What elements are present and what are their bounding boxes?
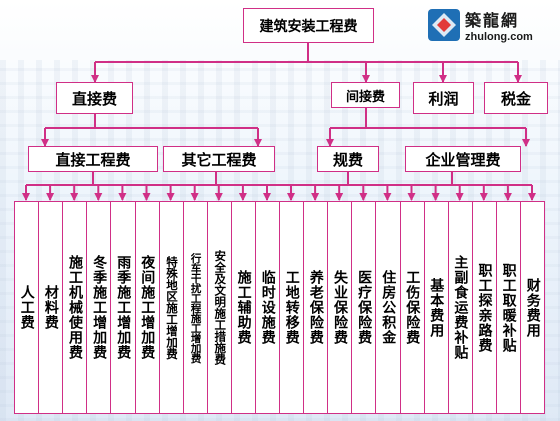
logo-url: zhulong.com (465, 31, 533, 43)
logo-name: 築龍網 (465, 11, 520, 30)
logo-mark-icon (428, 9, 460, 41)
leaf-label: 住房公积金 (380, 270, 397, 345)
node-profit: 利润 (413, 82, 474, 114)
leaf-node: 施工辅助费 (230, 201, 257, 414)
leaf-node: 主副食运费补贴 (447, 201, 474, 414)
leaf-label: 工地转移费 (283, 270, 300, 345)
leaf-node: 施工机械使用费 (62, 201, 88, 414)
leaf-node: 安全及文明施工措施费 (206, 201, 233, 414)
leaf-label: 主副食运费补贴 (452, 255, 469, 360)
node-direct-cost: 直接费 (56, 82, 133, 114)
leaf-node: 工地转移费 (279, 201, 305, 414)
leaf-label: 施工辅助费 (235, 270, 252, 345)
leaf-label: 工伤保险费 (404, 270, 421, 345)
leaf-label: 行车干扰工程施工增加费 (189, 252, 202, 363)
leaf-node: 财务费用 (519, 201, 546, 414)
leaf-label: 特殊地区施工增加费 (165, 255, 180, 360)
leaf-node: 医疗保险费 (351, 201, 377, 414)
leaf-label: 养老保险费 (307, 270, 324, 345)
leaf-label: 施工机械使用费 (66, 255, 83, 360)
node-enterprise-management-fee: 企业管理费 (405, 146, 521, 172)
leaf-node: 住房公积金 (375, 201, 401, 414)
leaf-label: 职工探亲路费 (476, 262, 493, 353)
leaf-label: 医疗保险费 (356, 270, 373, 345)
node-regulatory-fees: 规费 (317, 146, 379, 172)
node-indirect-cost: 间接费 (331, 82, 400, 108)
leaf-label: 失业保险费 (331, 270, 348, 345)
leaf-node: 职工探亲路费 (471, 201, 498, 414)
leaf-label: 雨季施工增加费 (115, 255, 132, 360)
leaf-node: 夜间施工增加费 (134, 201, 161, 414)
node-other-engineering-cost: 其它工程费 (163, 146, 275, 172)
leaf-node: 临时设施费 (254, 201, 281, 414)
leaf-label: 安全及文明施工措施费 (213, 250, 228, 365)
leaf-node: 养老保险费 (303, 201, 329, 414)
leaf-node: 工伤保险费 (399, 201, 426, 414)
leaf-node: 职工取暖补贴 (495, 201, 522, 414)
leaf-node: 失业保险费 (327, 201, 353, 414)
node-tax: 税金 (484, 82, 548, 114)
leaf-label: 职工取暖补贴 (500, 262, 517, 353)
leaf-node: 材料费 (38, 201, 64, 414)
leaf-node: 雨季施工增加费 (110, 201, 136, 414)
leaf-node: 基本费用 (423, 201, 450, 414)
leaf-label: 临时设施费 (259, 270, 276, 345)
leaf-label: 冬季施工增加费 (91, 255, 108, 360)
zhulong-logo: 築龍網 zhulong.com (427, 6, 554, 44)
leaf-node: 特殊地区施工增加费 (158, 201, 185, 414)
leaf-label: 夜间施工增加费 (139, 255, 156, 360)
leaf-label: 基本费用 (428, 277, 445, 338)
leaf-label: 人工费 (18, 285, 35, 330)
leaf-label: 财务费用 (524, 277, 541, 338)
leaf-label: 材料费 (42, 285, 59, 330)
node-direct-engineering-cost: 直接工程费 (28, 146, 158, 172)
leaf-node: 行车干扰工程施工增加费 (182, 201, 209, 414)
root-node: 建筑安装工程费 (243, 8, 374, 43)
leaf-node: 人工费 (14, 201, 40, 414)
leaf-node: 冬季施工增加费 (86, 201, 112, 414)
